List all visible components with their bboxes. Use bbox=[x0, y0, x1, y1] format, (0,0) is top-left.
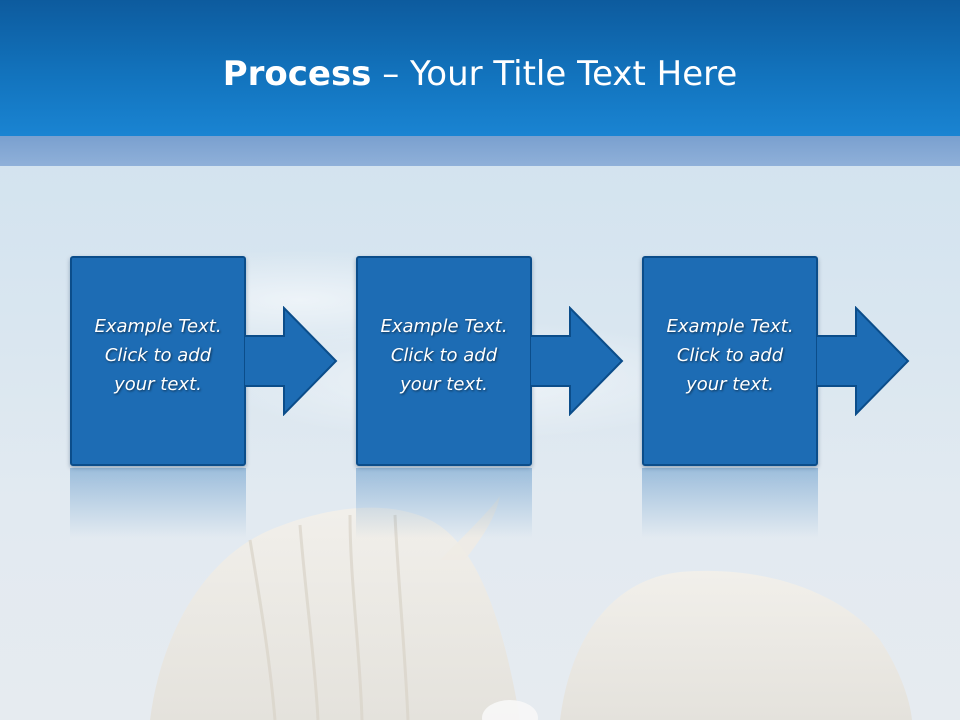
step-3-line-3: your text. bbox=[686, 374, 774, 395]
step-2-reflection bbox=[356, 468, 532, 538]
step-1-reflection bbox=[70, 468, 246, 538]
step-2-text[interactable]: Example Text. Click to add your text. bbox=[358, 312, 530, 399]
arrow-right-icon bbox=[816, 306, 910, 416]
arrow-right-icon bbox=[244, 306, 338, 416]
title-rest: – Your Title Text Here bbox=[371, 54, 738, 94]
title-underband bbox=[0, 136, 960, 166]
title-bar: Process – Your Title Text Here bbox=[0, 0, 960, 136]
step-3-line-1: Example Text. bbox=[666, 316, 794, 337]
process-step-1[interactable]: Example Text. Click to add your text. bbox=[70, 256, 246, 466]
slide-title[interactable]: Process – Your Title Text Here bbox=[0, 54, 960, 94]
arrow-right-icon bbox=[530, 306, 624, 416]
step-1-text[interactable]: Example Text. Click to add your text. bbox=[72, 312, 244, 399]
step-2-line-3: your text. bbox=[400, 374, 488, 395]
step-3-text[interactable]: Example Text. Click to add your text. bbox=[644, 312, 816, 399]
title-bold: Process bbox=[222, 54, 372, 94]
step-2-line-1: Example Text. bbox=[380, 316, 508, 337]
step-2-line-2: Click to add bbox=[390, 345, 498, 366]
step-1-line-3: your text. bbox=[114, 374, 202, 395]
process-step-2[interactable]: Example Text. Click to add your text. bbox=[356, 256, 532, 466]
step-1-line-2: Click to add bbox=[104, 345, 212, 366]
step-3-line-2: Click to add bbox=[676, 345, 784, 366]
process-step-3[interactable]: Example Text. Click to add your text. bbox=[642, 256, 818, 466]
step-3-reflection bbox=[642, 468, 818, 538]
step-1-line-1: Example Text. bbox=[94, 316, 222, 337]
